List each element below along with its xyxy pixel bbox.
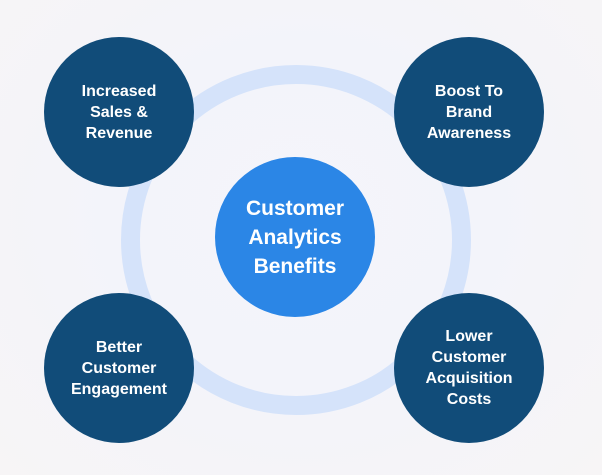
center-circle-customer-analytics-benefits: Customer Analytics Benefits (215, 157, 375, 317)
benefit-circle-customer-engagement: Better Customer Engagement (44, 293, 194, 443)
benefit-circle-brand-awareness: Boost To Brand Awareness (394, 37, 544, 187)
benefit-circle-lower-acquisition-costs: Lower Customer Acquisition Costs (394, 293, 544, 443)
benefit-circle-increased-sales: Increased Sales & Revenue (44, 37, 194, 187)
